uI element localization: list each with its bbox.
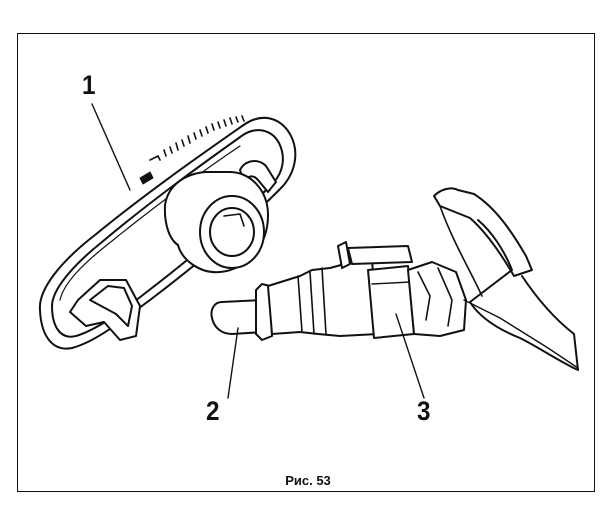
callout-1: 1 [82, 70, 96, 100]
leader-line-1 [91, 103, 131, 191]
callout-2: 2 [206, 396, 220, 426]
callout-3: 3 [417, 396, 431, 426]
wire-harness [433, 187, 579, 371]
figure-caption: Рис. 53 [285, 473, 331, 488]
lens-housing [38, 115, 297, 350]
leader-line-3 [395, 313, 425, 399]
leader-line-2 [227, 327, 239, 399]
bulb [210, 283, 273, 341]
bulb-holder [267, 241, 467, 339]
figure-frame [17, 33, 595, 492]
